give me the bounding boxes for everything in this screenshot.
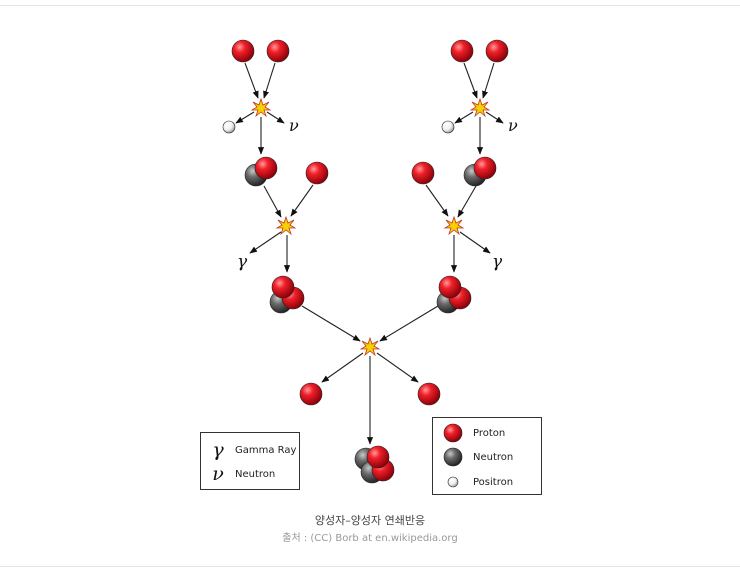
legend-symbols: γ Gamma Ray ν Neutron (200, 432, 300, 490)
legend-particles: Proton Neutron Positron (432, 417, 542, 495)
arrow (244, 62, 259, 99)
legend-label: Neutron (473, 451, 514, 463)
fusion-flash-icon (469, 97, 491, 118)
neutrino-symbol: ν (289, 116, 299, 135)
arrow (457, 185, 477, 218)
proton-ball-icon (231, 39, 255, 63)
arrow (301, 305, 361, 342)
helium4-nucleus-icon (354, 445, 395, 484)
proton-ball-icon (305, 161, 329, 185)
neutrino-symbol: ν (508, 116, 518, 135)
deuterium-nucleus-icon (463, 156, 497, 187)
proton-ball-icon (411, 161, 435, 185)
caption-title: 양성자–양성자 연쇄반응 (314, 514, 426, 527)
deuterium-nucleus-icon (244, 156, 278, 187)
gamma-symbol: γ (492, 252, 503, 272)
neutron-ball-icon (443, 447, 463, 467)
arrow (263, 185, 282, 218)
arrow (485, 111, 504, 124)
legend-label: Proton (473, 427, 506, 439)
arrow (463, 62, 478, 99)
particles (222, 39, 509, 484)
proton-ball-icon (417, 382, 441, 406)
legend-item-neutron: Neutron (443, 447, 513, 467)
gamma-symbol: γ (237, 252, 248, 272)
legend-item-gamma: γ Gamma Ray (207, 439, 297, 461)
bottom-divider (0, 566, 740, 567)
legend-label: Positron (473, 476, 514, 488)
fusion-flashes (250, 97, 491, 357)
gamma-symbol: γ (212, 439, 224, 461)
arrow (235, 111, 255, 124)
legend-item-neutron: ν Neutron (207, 463, 276, 485)
arrow (425, 184, 449, 217)
proton-ball-icon (299, 382, 323, 406)
positron-ball-icon (222, 120, 236, 134)
arrow (379, 305, 439, 342)
helium3-nucleus-icon (269, 275, 305, 314)
arrow (290, 184, 314, 217)
legend-label: Gamma Ray (235, 444, 297, 456)
arrow (459, 231, 491, 254)
helium3-nucleus-icon (436, 275, 472, 314)
arrow (263, 62, 276, 99)
positron-ball-icon (447, 476, 459, 488)
positron-ball-icon (441, 120, 455, 134)
fusion-flash-icon (250, 97, 272, 118)
arrow (376, 352, 419, 383)
proton-ball-icon (450, 39, 474, 63)
fusion-flash-icon (275, 215, 297, 236)
reaction-arrows (235, 62, 504, 445)
arrow (321, 352, 364, 383)
arrow (482, 62, 495, 99)
arrow (249, 231, 282, 254)
caption-source: 출처 : (CC) Borb at en.wikipedia.org (282, 533, 458, 544)
legend-label: Neutron (235, 468, 276, 480)
legend-item-positron: Positron (443, 472, 513, 492)
neutrino-symbol: ν (212, 463, 224, 485)
top-divider (0, 5, 740, 6)
legend-item-proton: Proton (443, 423, 505, 443)
fusion-flash-icon (359, 336, 381, 357)
proton-ball-icon (443, 423, 463, 443)
arrow (266, 111, 285, 124)
proton-ball-icon (485, 39, 509, 63)
arrow (454, 111, 474, 124)
proton-ball-icon (266, 39, 290, 63)
fusion-flash-icon (443, 215, 465, 236)
